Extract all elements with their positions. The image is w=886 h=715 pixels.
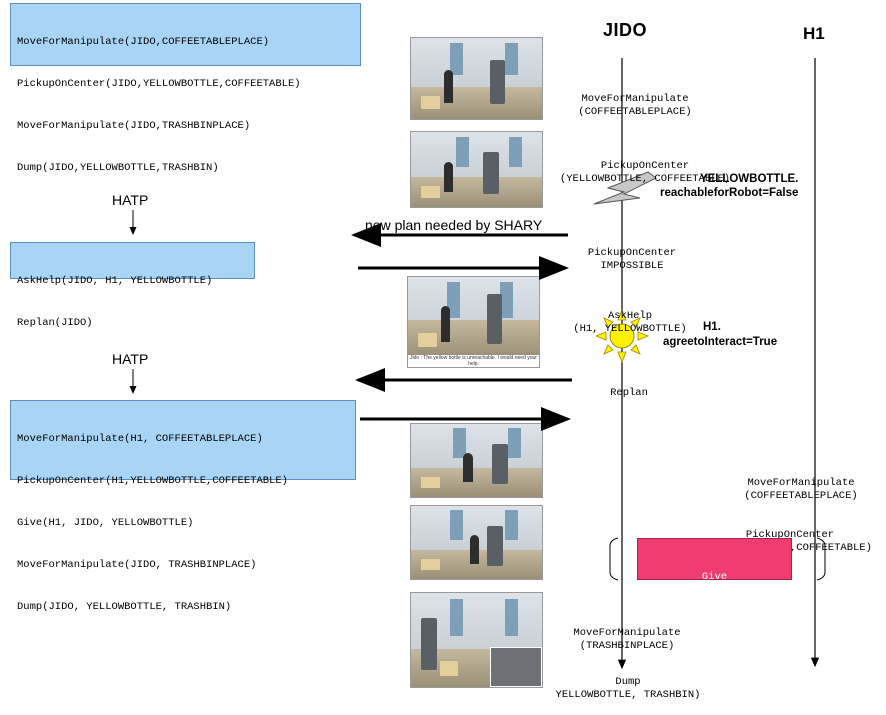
- plan-step: PickupOnCenter(H1,YELLOWBOTTLE,COFFEETAB…: [17, 475, 288, 487]
- plan-box-askhelp: AskHelp(JIDO, H1, YELLOWBOTTLE) Replan(J…: [10, 242, 255, 329]
- event-move2: MoveForManipulate(TRASHBINPLACE): [573, 627, 681, 652]
- robot-photo-with-caption: Jido : The yellow bottle is unreachable.…: [407, 276, 540, 368]
- plan-step: MoveForManipulate(JIDO,COFFEETABLEPLACE): [17, 36, 270, 48]
- plan-step: Dump(JIDO,YELLOWBOTTLE,TRASHBIN): [17, 162, 219, 174]
- bracket-left: [609, 537, 619, 581]
- event-h1-move: MoveForManipulate(COFFEETABLEPLACE): [744, 477, 858, 502]
- shary-message: new plan needed by SHARY: [365, 217, 543, 233]
- event-pickup1: PickupOnCenter(YELLOWBOTTLE, COFFEETABLE…: [559, 160, 731, 185]
- photo-caption: Jido : The yellow bottle is unreachable.…: [408, 355, 539, 367]
- robot-photo: [410, 592, 543, 688]
- give-action-box: Give(YELLOWBOTTLE): [637, 538, 792, 596]
- plan-step: AskHelp(JIDO, H1, YELLOWBOTTLE): [17, 275, 213, 287]
- robot-photo: [410, 131, 543, 208]
- sun-icon: [594, 308, 650, 364]
- event-replan: Replan: [610, 387, 648, 399]
- fact-agree: H1.agreetoInteract=True: [663, 321, 778, 348]
- event-askhelp: AskHelp(H1, YELLOWBOTTLE): [573, 310, 687, 335]
- agent-h1-heading: H1: [803, 24, 825, 43]
- fact-reachable: YELLOWBOTTLE.reachableforRobot=False: [660, 173, 799, 199]
- robot-photo: [410, 37, 543, 120]
- plan-step: MoveForManipulate(JIDO,TRASHBINPLACE): [17, 120, 251, 132]
- lightning-icon: [593, 171, 657, 205]
- inset-photo: [490, 647, 542, 687]
- hatp-label: HATP: [112, 192, 149, 208]
- plan-step: Give(H1, JIDO, YELLOWBOTTLE): [17, 517, 194, 529]
- event-move1: MoveForManipulate(COFFEETABLEPLACE): [578, 93, 692, 118]
- plan-step: MoveForManipulate(H1, COFFEETABLEPLACE): [17, 433, 263, 445]
- bracket-right: [816, 537, 826, 581]
- plan-box-initial: MoveForManipulate(JIDO,COFFEETABLEPLACE)…: [10, 3, 361, 174]
- robot-photo: [410, 505, 543, 580]
- diagram-graphics: [129, 58, 826, 670]
- hatp-label: HATP: [112, 351, 149, 367]
- plan-step: PickupOnCenter(JIDO,YELLOWBOTTLE,COFFEET…: [17, 78, 301, 90]
- plan-step: Replan(JIDO): [17, 317, 93, 329]
- robot-photo: [410, 423, 543, 498]
- agent-jido-heading: JIDO: [603, 20, 648, 40]
- plan-box-replanned: MoveForManipulate(H1, COFFEETABLEPLACE) …: [10, 400, 356, 613]
- plan-step: MoveForManipulate(JIDO, TRASHBINPLACE): [17, 559, 257, 571]
- plan-step: Dump(JIDO, YELLOWBOTTLE, TRASHBIN): [17, 601, 232, 613]
